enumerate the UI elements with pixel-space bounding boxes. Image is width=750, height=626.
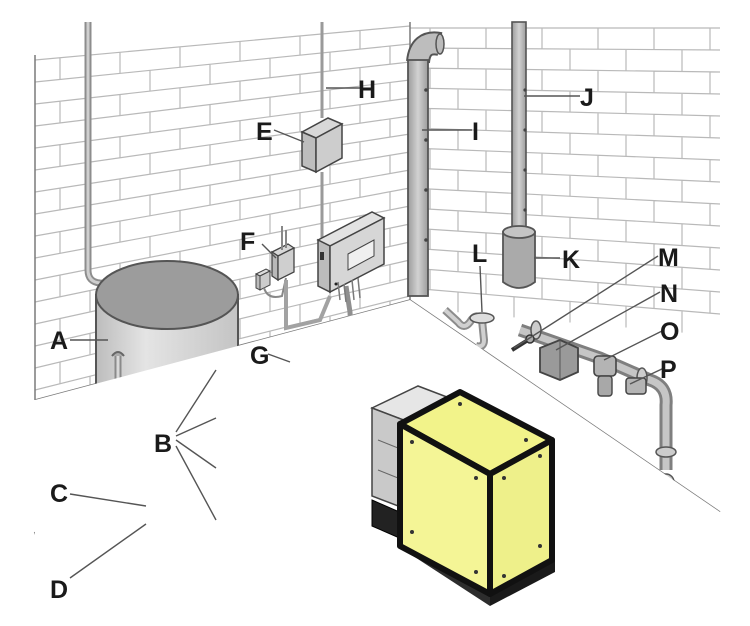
label-h: H	[358, 76, 376, 104]
gas-filter	[593, 355, 617, 397]
brick-course	[409, 187, 721, 226]
label-g: G	[250, 342, 269, 370]
label-i: I	[472, 118, 479, 146]
brick-course	[409, 107, 721, 138]
gas-supply-line	[517, 320, 677, 491]
brick-course	[409, 227, 721, 270]
label-o: O	[660, 318, 679, 346]
label-c: C	[50, 480, 68, 508]
label-b: B	[154, 430, 172, 458]
label-a: A	[50, 327, 68, 355]
brick-course	[34, 169, 411, 254]
label-f: F	[240, 228, 255, 256]
leader-lines	[69, 87, 665, 579]
exhaust-pipe	[511, 21, 527, 243]
flue-pipe	[406, 31, 445, 297]
boiler-controller	[316, 211, 386, 294]
label-j: J	[580, 84, 594, 112]
callout-labels: A B C D E F G H I J K L M N O P	[50, 76, 679, 604]
room-sensor	[254, 226, 296, 298]
junction-box	[300, 117, 344, 174]
label-p: P	[660, 356, 677, 384]
gas-meter	[539, 339, 579, 381]
label-l: L	[472, 240, 487, 268]
brick-course	[34, 25, 411, 80]
brick-course	[409, 67, 721, 94]
label-k: K	[562, 246, 580, 274]
waste-siphon	[442, 307, 495, 351]
brick-course	[34, 61, 411, 123]
brick-course	[409, 267, 721, 314]
brick-course	[34, 133, 411, 210]
label-m: M	[658, 244, 679, 272]
brick-course	[409, 147, 721, 182]
label-e: E	[256, 118, 273, 146]
sensor-cable	[284, 280, 332, 331]
label-d: D	[50, 576, 68, 604]
gas-regulator	[625, 377, 647, 395]
condensate-trap	[502, 225, 536, 289]
boiler-unit	[370, 385, 555, 606]
label-n: N	[660, 280, 678, 308]
brick-course	[34, 97, 411, 167]
